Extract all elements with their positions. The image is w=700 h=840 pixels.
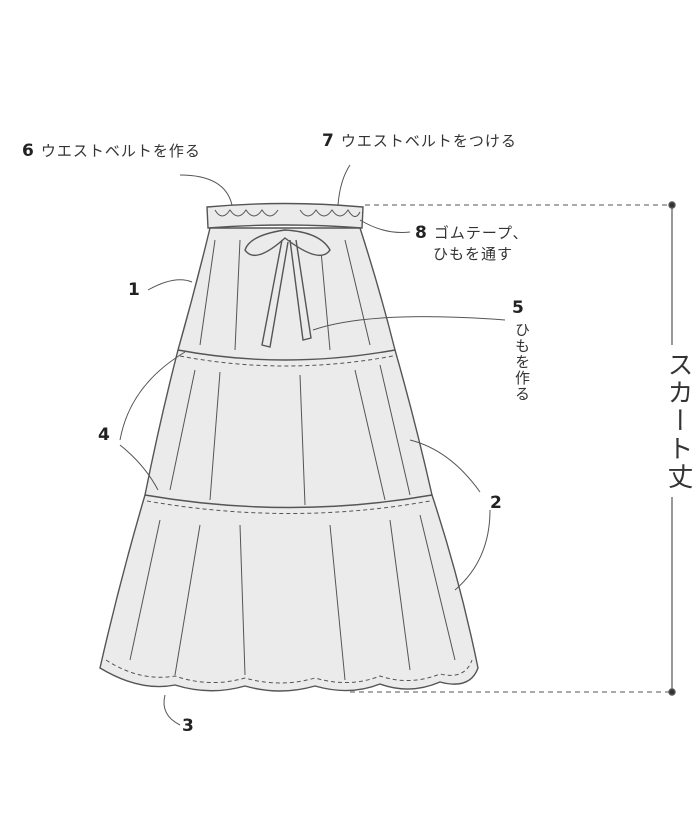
label-5-text: ひもを作る xyxy=(513,322,531,402)
label-number: 1 xyxy=(128,280,141,300)
label-number: 6 xyxy=(22,141,35,161)
label-1: 1 xyxy=(128,280,147,300)
label-3: 3 xyxy=(182,716,201,736)
label-number: 7 xyxy=(322,131,335,151)
label-number: 2 xyxy=(490,493,503,513)
label-text: ゴムテープ、 xyxy=(433,224,529,242)
label-number: 8 xyxy=(415,223,428,243)
label-4: 4 xyxy=(98,425,117,445)
label-6: 6 ウエストベルトを作る xyxy=(22,140,201,161)
label-5: 5 xyxy=(512,298,531,318)
label-7: 7 ウエストベルトをつける xyxy=(322,130,517,151)
label-8: 8 ゴムテープ、ひもを通す xyxy=(415,222,529,264)
label-number: 4 xyxy=(98,425,111,445)
label-text: ウエストベルトをつける xyxy=(340,132,517,150)
label-number: 3 xyxy=(182,716,195,736)
leader-lines xyxy=(119,164,506,726)
skirt-body xyxy=(99,227,479,692)
label-number: 5 xyxy=(512,298,525,318)
drawstring xyxy=(244,229,331,348)
label-text-line2: ひもを通す xyxy=(433,245,514,263)
label-2: 2 xyxy=(490,493,509,513)
waistband xyxy=(206,202,364,229)
label-text: ウエストベルトを作る xyxy=(40,142,201,160)
skirt-length-label: スカート丈 xyxy=(660,345,697,497)
